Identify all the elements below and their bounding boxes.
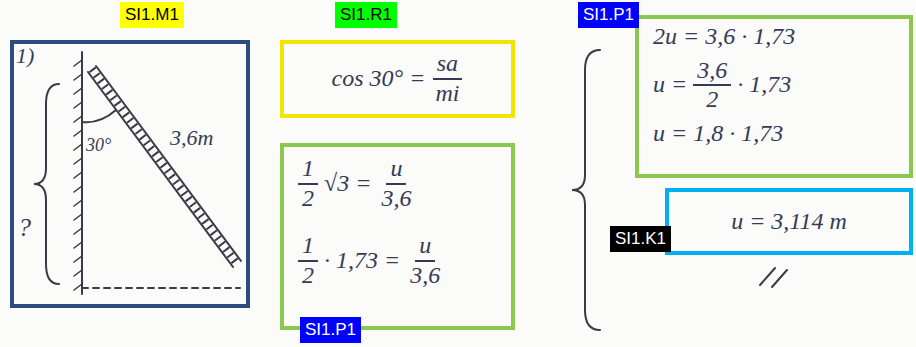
numerator: 3,6: [693, 57, 731, 87]
floor-line: [82, 287, 240, 289]
denominator: 3,6: [377, 185, 415, 213]
fraction: u3,6: [377, 155, 415, 212]
fraction: 3,62: [693, 57, 731, 114]
fraction: 12: [298, 155, 318, 212]
fraction: sami: [431, 50, 463, 107]
figure-label: 1): [16, 44, 34, 68]
equation-line: 2u = 3,6 · 1,73: [653, 23, 895, 51]
height-brace: [34, 84, 59, 284]
denominator: 2: [702, 86, 722, 114]
process-box: SI1.P12u = 3,6 · 1,73u =3,62· 1,73u = 1,…: [635, 15, 913, 178]
equation-text: u =: [653, 71, 687, 99]
numerator: sa: [433, 50, 462, 80]
equation-text: cos 30° =: [332, 65, 426, 93]
denominator: 2: [298, 185, 318, 213]
step-code-label: SI1.M1: [120, 2, 184, 28]
step-code-label: SI1.P1: [578, 2, 639, 28]
ladder-side: [96, 66, 241, 261]
equation-line: cos 30° =sami: [332, 50, 464, 107]
equation-lines: cos 30° =sami: [284, 44, 511, 114]
step-code-label: SI1.K1: [610, 226, 671, 252]
equation-line: u = 3,114 m: [731, 208, 847, 236]
equation-lines: u = 3,114 m: [669, 192, 909, 251]
equation-lines: 2u = 3,6 · 1,73u =3,62· 1,73u = 1,8 · 1,…: [639, 19, 909, 151]
numerator: u: [386, 155, 406, 185]
figure-label: ?: [18, 214, 31, 243]
equation-text: · 1,73: [737, 71, 791, 99]
equation-lines: 12√3 =u3,612· 1,73 =u3,6: [284, 147, 511, 297]
numerator: 1: [298, 155, 318, 185]
step-code-label: SI1.P1: [300, 317, 361, 343]
group-brace: [572, 50, 600, 330]
denominator: mi: [431, 80, 463, 108]
equation-text: · 1,73 =: [324, 247, 400, 275]
fraction: 12: [298, 232, 318, 289]
equation-text: 2u = 3,6 · 1,73: [653, 23, 795, 51]
denominator: 3,6: [406, 262, 444, 290]
equation-line: u =3,62· 1,73: [653, 57, 895, 114]
process-box: SI1.P112√3 =u3,612· 1,73 =u3,6: [280, 143, 515, 330]
equation-text: u = 1,8 · 1,73: [653, 120, 783, 148]
wall-hatching: [74, 60, 82, 290]
denominator: 2: [298, 262, 318, 290]
ladder-side: [88, 72, 233, 267]
fraction: u3,6: [406, 232, 444, 289]
model-box: SI1.M11)30°3,6m?: [10, 40, 250, 308]
ladder-hatching: [92, 69, 237, 264]
numerator: 1: [298, 232, 318, 262]
equation-line: u = 1,8 · 1,73: [653, 120, 895, 148]
equation-line: 12· 1,73 =u3,6: [298, 232, 497, 289]
equation-line: 12√3 =u3,6: [298, 155, 497, 212]
equation-text: u = 3,114 m: [731, 208, 847, 236]
result-box: SI1.K1u = 3,114 m: [665, 188, 913, 255]
equation-text: √3 =: [324, 170, 371, 198]
result-mark: [760, 268, 787, 287]
step-code-label: SI1.R1: [335, 2, 397, 28]
figure-label: 30°: [86, 136, 111, 156]
angle-arc: [82, 110, 116, 122]
relation-box: SI1.R1cos 30° =sami: [280, 40, 515, 118]
numerator: u: [415, 232, 435, 262]
figure-label: 3,6m: [170, 126, 213, 150]
